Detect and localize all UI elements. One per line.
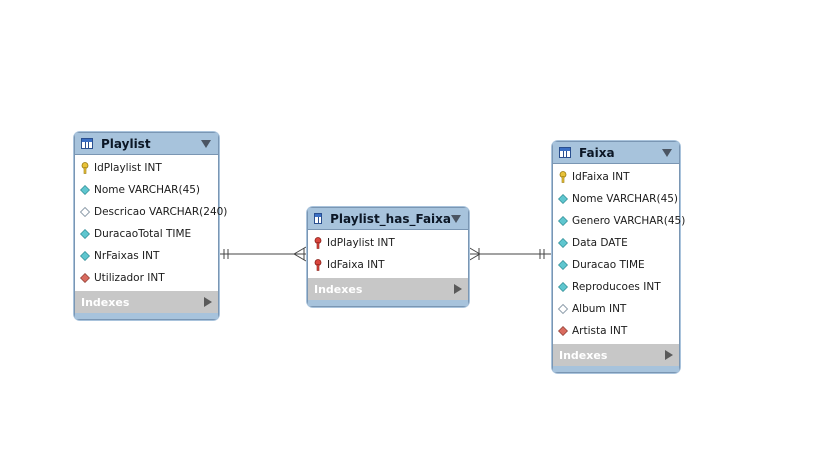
table-footer xyxy=(308,300,468,306)
column-label: IdPlaylist INT xyxy=(94,162,162,174)
nullable-column-icon xyxy=(79,206,91,218)
column-label: Duracao TIME xyxy=(572,259,645,271)
expand-arrow-icon[interactable] xyxy=(665,350,673,360)
column-row[interactable]: Reproducoes INT xyxy=(553,276,679,298)
column-label: DuracaoTotal TIME xyxy=(94,228,192,240)
indexes-label: Indexes xyxy=(559,348,608,362)
column-list: IdFaixa INT Nome VARCHAR(45) Genero VARCHA… xyxy=(553,164,685,344)
table-playlist[interactable]: Playlist IdPlaylist INT Nome VARCHAR(45) D… xyxy=(74,132,227,320)
column-row[interactable]: Artista INT xyxy=(553,320,679,342)
table-footer xyxy=(553,366,679,372)
not-null-column-icon xyxy=(558,260,568,270)
indexes-section[interactable]: Indexes xyxy=(75,291,218,313)
column-label: NrFaixas INT xyxy=(94,250,160,262)
primary-key-icon xyxy=(80,162,90,174)
collapse-arrow-icon[interactable] xyxy=(662,148,672,157)
column-label: Album INT xyxy=(572,303,627,315)
column-row[interactable]: Nome VARCHAR(45) xyxy=(553,188,679,210)
collapse-arrow-icon[interactable] xyxy=(451,214,461,223)
column-label: IdPlaylist INT xyxy=(327,237,395,249)
not-null-column-icon xyxy=(558,194,568,204)
column-label: Nome VARCHAR(45) xyxy=(572,193,679,205)
column-row[interactable]: IdFaixa INT xyxy=(553,166,679,188)
column-row[interactable]: Duracao TIME xyxy=(553,254,679,276)
expand-arrow-icon[interactable] xyxy=(204,297,212,307)
column-row[interactable]: Album INT xyxy=(553,298,679,320)
table-icon xyxy=(559,147,571,158)
primary-foreign-key-icon xyxy=(313,237,323,249)
primary-key-icon xyxy=(558,171,568,183)
column-label: Reproducoes INT xyxy=(572,281,661,293)
column-row[interactable]: DuracaoTotal TIME xyxy=(75,223,218,245)
column-row[interactable]: IdFaixa INT xyxy=(308,254,468,276)
column-list: IdPlaylist INT Nome VARCHAR(45) Descricao … xyxy=(75,155,227,291)
table-icon xyxy=(314,213,323,224)
indexes-label: Indexes xyxy=(314,282,363,296)
not-null-column-icon xyxy=(80,229,90,239)
table-header[interactable]: Faixa xyxy=(553,142,679,164)
indexes-section[interactable]: Indexes xyxy=(308,278,468,300)
column-label: Descricao VARCHAR(240) xyxy=(94,206,228,218)
column-label: Genero VARCHAR(45) xyxy=(572,215,686,227)
table-playlist-has-faixa[interactable]: Playlist_has_Faixa IdPlaylist INT IdFaixa… xyxy=(307,207,469,307)
not-null-column-icon xyxy=(558,282,568,292)
foreign-key-icon xyxy=(558,326,568,336)
table-icon xyxy=(81,138,93,149)
column-row[interactable]: IdPlaylist INT xyxy=(308,232,468,254)
column-label: Nome VARCHAR(45) xyxy=(94,184,201,196)
column-label: Data DATE xyxy=(572,237,628,249)
collapse-arrow-icon[interactable] xyxy=(201,139,211,148)
not-null-column-icon xyxy=(80,185,90,195)
primary-foreign-key-icon xyxy=(313,259,323,271)
expand-arrow-icon[interactable] xyxy=(454,284,462,294)
not-null-column-icon xyxy=(558,238,568,248)
column-label: Utilizador INT xyxy=(94,272,165,284)
column-row[interactable]: Data DATE xyxy=(553,232,679,254)
table-faixa[interactable]: Faixa IdFaixa INT Nome VARCHAR(45) Genero … xyxy=(552,141,685,373)
table-footer xyxy=(75,313,218,319)
table-title: Playlist_has_Faixa xyxy=(330,211,451,226)
not-null-column-icon xyxy=(80,251,90,261)
not-null-column-icon xyxy=(558,216,568,226)
table-header[interactable]: Playlist xyxy=(75,133,218,155)
column-row[interactable]: Descricao VARCHAR(240) xyxy=(75,201,227,223)
foreign-key-icon xyxy=(80,273,90,283)
indexes-section[interactable]: Indexes xyxy=(553,344,679,366)
column-row[interactable]: Genero VARCHAR(45) xyxy=(553,210,685,232)
column-row[interactable]: NrFaixas INT xyxy=(75,245,218,267)
column-label: IdFaixa INT xyxy=(572,171,630,183)
table-header[interactable]: Playlist_has_Faixa xyxy=(308,208,468,230)
indexes-label: Indexes xyxy=(81,295,130,309)
table-title: Faixa xyxy=(579,145,615,160)
column-row[interactable]: IdPlaylist INT xyxy=(75,157,218,179)
column-label: Artista INT xyxy=(572,325,628,337)
nullable-column-icon xyxy=(557,303,569,315)
column-label: IdFaixa INT xyxy=(327,259,385,271)
column-row[interactable]: Nome VARCHAR(45) xyxy=(75,179,218,201)
column-row[interactable]: Utilizador INT xyxy=(75,267,218,289)
column-list: IdPlaylist INT IdFaixa INT xyxy=(308,230,468,278)
table-title: Playlist xyxy=(101,136,151,151)
